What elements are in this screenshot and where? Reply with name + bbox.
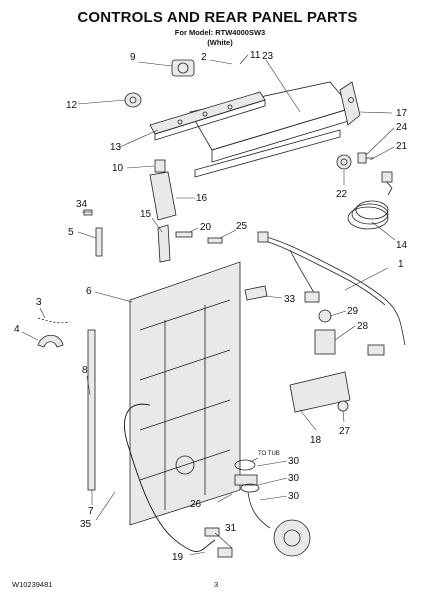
document-number: W10239481 (12, 580, 53, 589)
power-cord-part (347, 171, 393, 230)
callout-12: 12 (66, 100, 78, 111)
callout-9: 9 (130, 52, 136, 63)
color-line: (White) (207, 38, 233, 47)
callout-29: 29 (347, 306, 359, 317)
bracket-parts (83, 209, 223, 263)
callout-13: 13 (110, 142, 122, 153)
to-tub-annotation: TO TUB (258, 451, 280, 457)
switch-part (124, 92, 142, 108)
support-rod-part (87, 329, 96, 491)
callout-14: 14 (396, 240, 408, 251)
knob-part (149, 159, 177, 221)
callout-19: 19 (172, 552, 184, 563)
callout-27: 27 (339, 426, 351, 437)
timer-part (171, 59, 195, 77)
rear-panel-part (129, 261, 241, 526)
wire-harness-part (257, 231, 406, 356)
grommet-parts (336, 152, 374, 170)
callout-28: 28 (357, 321, 369, 332)
leader-lines (21, 54, 396, 556)
callout-25: 25 (236, 221, 248, 232)
callout-17: 17 (396, 108, 408, 119)
hinge-bracket-part (339, 81, 361, 126)
callout-23: 23 (262, 51, 274, 62)
callout-35: 35 (80, 519, 92, 530)
callout-24: 24 (396, 122, 408, 133)
callout-31: 31 (225, 523, 237, 534)
callout-30-c: 30 (288, 491, 300, 502)
callout-3: 3 (36, 297, 42, 308)
callout-22: 22 (336, 189, 348, 200)
callout-11: 11 (250, 50, 261, 61)
callout-8: 8 (82, 365, 88, 376)
callout-4: 4 (14, 324, 20, 335)
water-valve-part (244, 285, 351, 413)
callout-15: 15 (140, 209, 152, 220)
callout-6: 6 (86, 286, 92, 297)
callout-10: 10 (112, 163, 124, 174)
callout-20: 20 (200, 222, 212, 233)
callout-5: 5 (68, 227, 74, 238)
page-number: 3 (214, 580, 219, 589)
control-bracket-part (149, 91, 266, 141)
clamp-part (37, 317, 71, 348)
callout-21: 21 (396, 141, 408, 152)
callout-30-a: 30 (288, 456, 300, 467)
pump-part (204, 459, 311, 558)
callout-18: 18 (310, 435, 322, 446)
model-line: For Model: RTW4000SW3 (174, 28, 266, 37)
callout-1: 1 (398, 259, 404, 270)
callout-34: 34 (76, 199, 88, 210)
drain-hose-part (124, 403, 216, 552)
callout-7: 7 (88, 506, 94, 517)
diagram-title: CONTROLS AND REAR PANEL PARTS (77, 9, 358, 26)
callout-2: 2 (201, 52, 207, 63)
callout-30-b: 30 (288, 473, 300, 484)
callout-labels: 1 2 3 4 5 6 7 8 9 10 11 12 13 14 15 16 1… (14, 50, 408, 563)
callout-26: 26 (190, 499, 202, 510)
callout-16: 16 (196, 193, 208, 204)
callout-33: 33 (284, 294, 296, 305)
control-console-part (189, 81, 353, 178)
